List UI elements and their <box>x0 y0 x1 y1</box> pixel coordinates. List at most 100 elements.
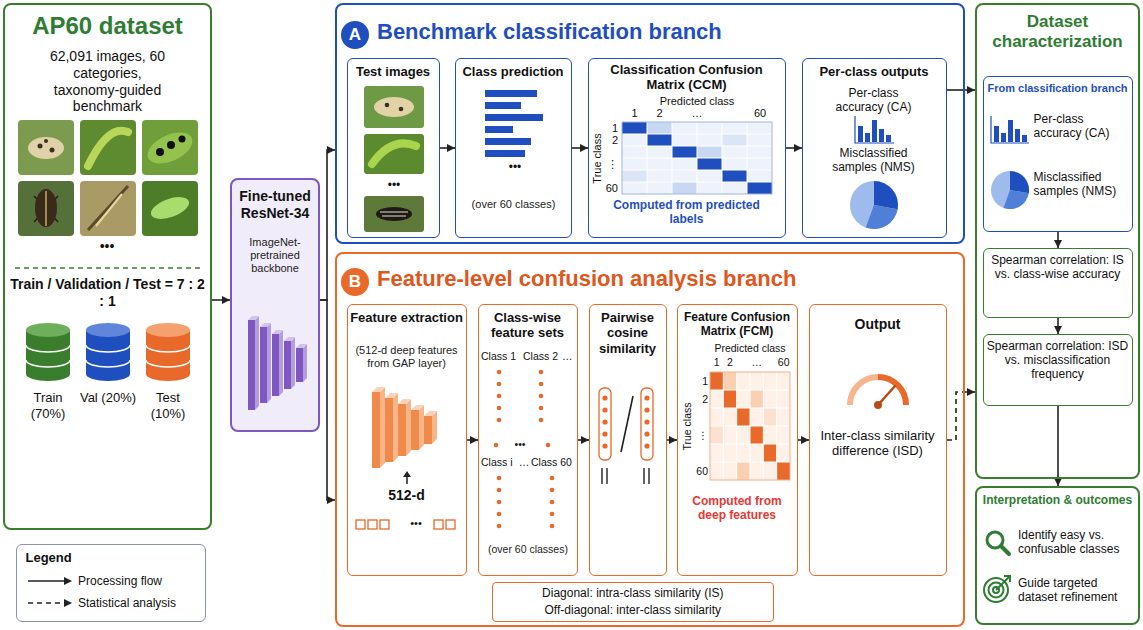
accuracy-icon <box>1008 120 1013 142</box>
label-text: ••• <box>495 160 535 174</box>
text-slot: Train (70%) <box>18 390 78 421</box>
result-panel: Dataset characterizationFrom classificat… <box>975 3 1140 479</box>
node-text: Computed from predicted labels <box>595 198 779 227</box>
database-icon <box>146 330 190 381</box>
text-slot: 1 <box>627 107 642 120</box>
label-text: 1 <box>627 107 642 120</box>
text-slot: 1 <box>710 356 723 369</box>
feature-dots <box>539 370 544 375</box>
feature-dots <box>550 524 555 529</box>
network-icon <box>267 323 271 403</box>
text-slot: A <box>341 25 369 45</box>
test-photo <box>380 212 408 216</box>
feature-icon <box>385 393 398 398</box>
label-text: ••• <box>400 517 432 530</box>
gauge-icon <box>878 377 906 405</box>
text-slot: ⋮ <box>604 158 618 170</box>
label-text: Predicted class <box>622 95 772 108</box>
text-slot: Feature-level confusion analysis branch <box>377 266 937 292</box>
text-slot: 2 <box>723 356 736 369</box>
node-title: Interpretation & outcomes <box>978 493 1137 507</box>
cosine-icon <box>602 395 607 400</box>
label-text: 2 <box>723 356 736 369</box>
label-text: 60 <box>694 465 708 477</box>
legend-sample <box>28 577 72 607</box>
gauge-icon <box>850 377 906 409</box>
note-box: Diagonal: intra-class similarity (IS)Off… <box>492 582 774 622</box>
process-box: Test images <box>347 58 440 238</box>
text-slot: Dataset characterization <box>978 12 1137 53</box>
insect-photo <box>80 181 136 236</box>
network-icon <box>260 327 267 403</box>
text-slot: Feature Confusion Matrix (FCM) <box>680 310 795 339</box>
insect-photo <box>142 120 198 175</box>
database-icon <box>86 323 130 337</box>
feature-dots <box>497 488 502 493</box>
cosine-icon <box>621 396 633 452</box>
node-title: Class-wise feature sets <box>481 310 575 341</box>
feature-matrix <box>750 390 763 408</box>
text-slot: Guide targeted dataset refinement <box>1018 576 1134 605</box>
feature-matrix <box>723 372 736 390</box>
text-slot: 2 <box>652 107 667 120</box>
cosine-icon <box>644 419 649 424</box>
label-text: Class 1 <box>481 350 519 363</box>
text-slot: … <box>750 356 763 369</box>
connector <box>1057 232 1059 248</box>
feature-dots <box>497 500 502 505</box>
confusion-matrix <box>622 170 647 182</box>
node-text: 512-d <box>350 487 464 504</box>
search-icon <box>1001 546 1009 554</box>
confusion-matrix <box>622 122 772 194</box>
pie-chart <box>1010 171 1029 193</box>
stat-box: Spearman correlation: ISD vs. misclassif… <box>983 334 1133 406</box>
connector <box>578 439 589 441</box>
node-title: Benchmark classification branch <box>377 19 937 45</box>
label-text: True class <box>681 394 694 458</box>
connector <box>947 89 975 91</box>
test-photo <box>364 86 424 128</box>
text-slot: Test (10%) <box>138 390 198 421</box>
cosine-icon <box>602 419 607 424</box>
feature-dots <box>497 476 502 481</box>
test-photo <box>385 103 390 108</box>
insect-photo <box>18 181 74 236</box>
node-text: Per-class accuracy (CA) <box>828 86 920 115</box>
text-slot: Per-class outputs <box>806 64 943 80</box>
text-slot: Class 1 <box>481 350 519 363</box>
separator-line <box>15 267 200 269</box>
feature-dots <box>494 443 499 448</box>
connector <box>467 439 478 441</box>
node-text: 62,091 images, 60 categories, taxonomy-g… <box>40 48 175 115</box>
text-slot: Val (20%) <box>78 390 138 406</box>
feature-icon <box>356 387 455 529</box>
feature-dots <box>539 406 544 411</box>
backbone-fill <box>230 178 320 432</box>
cosine-icon <box>602 395 649 448</box>
database-icon <box>146 345 190 367</box>
connector <box>320 300 335 500</box>
accuracy-icon <box>991 116 1029 143</box>
feature-icon <box>411 405 424 410</box>
confusion-matrix <box>672 182 697 194</box>
outcome-box: Interpretation & outcomesIdentify easy v… <box>975 486 1140 625</box>
feature-matrix <box>750 426 763 444</box>
node-title: Fine-tuned ResNet-34 <box>232 188 318 222</box>
database-icon <box>26 345 70 367</box>
cosine-icon <box>641 388 653 460</box>
text-slot: Off-diagonal: inter-class similarity <box>496 603 770 617</box>
accuracy-icon <box>1022 135 1027 142</box>
bar-chart <box>485 114 543 121</box>
label-text: Train (70%) <box>18 390 78 421</box>
insect-photo <box>167 141 175 149</box>
pie-chart <box>991 171 1029 209</box>
database-icon <box>146 323 190 337</box>
cosine-icon <box>599 388 653 484</box>
confusion-matrix <box>647 134 672 146</box>
text-slot: Spearman correlation: ISD vs. misclassif… <box>987 339 1129 382</box>
text-slot: Identify easy vs. confusable classes <box>1018 528 1134 557</box>
feature-icon <box>411 410 419 450</box>
legend-text: Processing flow <box>78 574 198 588</box>
insect-photo <box>80 120 136 175</box>
text-slot: (over 60 classes) <box>480 543 576 556</box>
